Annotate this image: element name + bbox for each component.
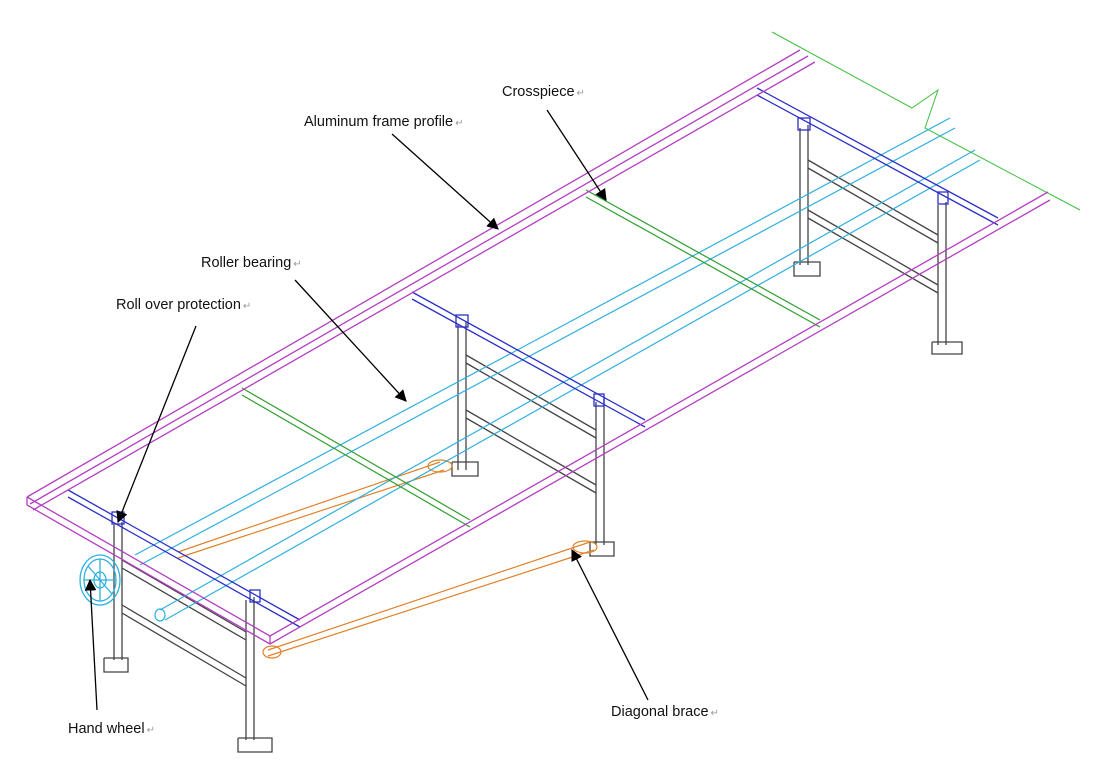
label-roller-bearing: Roller bearing↵ [201,255,302,271]
label-roll-over-protection: Roll over protection↵ [116,297,252,313]
leader-roller-bearing [294,279,407,402]
leader-crosspiece [546,109,607,201]
crosspieces [241,189,821,528]
hand-wheel-graphic [79,554,121,606]
aluminum-frame [26,49,1051,645]
leader-lines [84,109,649,711]
leader-hand-wheel [84,578,98,711]
cross-beams [67,87,999,628]
legs-and-stands [103,125,963,753]
leader-aluminum-frame-profile [391,133,499,230]
leader-diagonal-brace [571,548,649,701]
leader-roll-over-protection [116,325,197,524]
label-diagonal-brace: Diagonal brace↵ [611,704,719,720]
continuation-break-line [771,31,1081,211]
rollers [134,117,981,622]
rear-stand [793,125,963,355]
label-crosspiece: Crosspiece↵ [502,84,585,100]
middle-stand [451,322,615,557]
label-hand-wheel: Hand wheel↵ [68,721,155,737]
label-aluminum-frame-profile: Aluminum frame profile↵ [304,114,464,130]
